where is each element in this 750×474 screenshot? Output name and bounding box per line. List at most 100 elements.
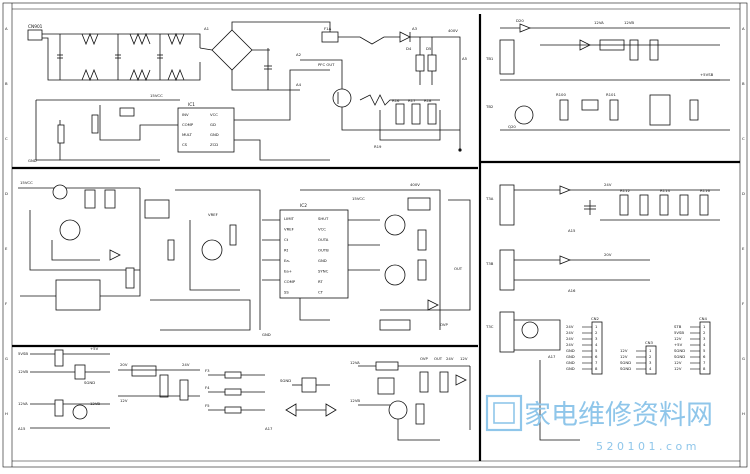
connector-cn4-pin-number: 7 — [703, 360, 706, 365]
connector-cn2-pin-label: GND — [566, 354, 575, 359]
q3-transistor — [52, 184, 68, 200]
pc1-opto — [377, 377, 395, 395]
grid-letter-right-d: D — [742, 191, 745, 196]
label-a16: A16 — [568, 288, 576, 293]
label-f3: F3 — [205, 368, 210, 373]
ic1-pin-vcc: VCC — [210, 112, 218, 117]
label-gnd-left: GND — [28, 158, 37, 163]
label-20v-out: 20V — [604, 252, 612, 257]
label-12va-br: 12VA — [350, 360, 360, 365]
connector-cn4-pin-number: 8 — [703, 366, 706, 371]
connector-cn4-pin-label: STB — [674, 324, 682, 329]
ic2-name: IC2 — [300, 203, 307, 209]
connector-cn2-pin-number: 2 — [595, 330, 598, 335]
ic1-body — [177, 107, 235, 153]
connector-cn3-pin-label: 12V — [620, 354, 628, 359]
ic2-pin-ea: Ea+ — [284, 269, 292, 274]
t3b-winding — [499, 249, 515, 291]
label-12va: 12VA — [594, 20, 604, 25]
t3a-winding — [499, 184, 515, 226]
connector-cn2-body — [591, 321, 603, 375]
ic1-pin-mult: MULT — [182, 132, 193, 137]
ic1-pin-gd: GD — [210, 122, 216, 127]
label-vref: VREF — [208, 212, 218, 217]
grid-letter-left-g: G — [5, 356, 8, 361]
ic1-pin-comp: COMP — [182, 122, 194, 127]
q5-transistor — [384, 214, 406, 236]
connector-cn3-body — [645, 345, 657, 375]
ic2-pin-outb: OUTB — [318, 248, 329, 253]
input-connector-label: CN901 — [28, 24, 43, 30]
bottom-mid-section: 20V 24V 12V F3 F4 F5 SGND A17 — [118, 362, 337, 431]
input-emi-section: CN901 — [27, 21, 300, 91]
label-f4: F4 — [205, 385, 210, 390]
label-r114: R116 — [700, 188, 710, 193]
label-r100: R100 — [556, 92, 566, 97]
connector-cn4-pin-number: 1 — [703, 324, 706, 329]
label-out-mid: OUT — [454, 266, 463, 271]
grid-letter-right-c: C — [742, 136, 745, 141]
bottom-left-section: 5VSB 12VB +5V 12VA 12VB A15 SGND — [18, 346, 110, 431]
label-24v-br: 24V — [446, 356, 454, 361]
aux-reg-block — [55, 279, 101, 311]
label-5vsb: +5VSB — [700, 72, 714, 77]
ic2-pin-gnd: GND — [318, 258, 327, 263]
connector-cn2-pin-label: 24V — [566, 336, 574, 341]
label-400v-mid: 400V — [410, 182, 420, 187]
label-ovp-mid: OVP — [440, 322, 449, 327]
label-ovp-br: OVP — [420, 356, 429, 361]
connector-cn4-pin-number: 5 — [703, 348, 706, 353]
label-a17-bm: A17 — [265, 426, 273, 431]
connector-cn4-pin-number: 4 — [703, 342, 706, 347]
label-5vsb-bl: 5VSB — [18, 351, 28, 356]
connector-cn4-pin-label: SGND — [674, 348, 685, 353]
label-tb2: TB2 — [485, 104, 494, 109]
ic2-pin-vcc: VCC — [318, 227, 326, 232]
connector-cn2-pin-label: 24V — [566, 342, 574, 347]
section-dividers — [12, 14, 740, 461]
ic2-pin-ss: SS — [284, 290, 289, 295]
ic1-pin-gnd: GND — [210, 132, 219, 137]
label-r17: R17 — [408, 98, 416, 103]
input-connector — [27, 29, 43, 41]
label-15vcc-top: 15VCC — [150, 93, 163, 98]
pfc-diode — [399, 31, 411, 43]
label-15vcc-ic2: 15VCC — [352, 196, 365, 201]
label-d5: D5 — [426, 46, 432, 51]
q20-transistor — [514, 105, 534, 125]
connector-cn4-pin-label: SGND — [674, 354, 685, 359]
grid-letter-left-e: E — [5, 246, 8, 251]
fuse-f1a-label: F1A — [324, 26, 332, 31]
ic2-pin-outa: OUTA — [318, 237, 329, 242]
standby-output-section: +5VSB 12VA 12VB TB1 TB2 R100 R101 Q20 D2… — [485, 18, 730, 131]
connector-cn4-pin-label: 12V — [674, 360, 682, 365]
bridge-rectifier — [211, 29, 253, 71]
ic1-pin-zcd: ZCD — [210, 142, 218, 147]
connector-cn4-pin-number: 2 — [703, 330, 706, 335]
label-sgnd-bm: SGND — [280, 378, 291, 383]
label-12va-bl: 12VA — [18, 401, 28, 406]
connector-cn3-pin-number: 4 — [649, 366, 652, 371]
label-r18: R18 — [424, 98, 432, 103]
label-r110: R112 — [620, 188, 630, 193]
grid-letter-right-g: G — [742, 356, 745, 361]
label-12v-br: 12V — [460, 356, 468, 361]
connector-cn3-pin-label: SGND — [620, 366, 631, 371]
label-15vcc-mid: 15VCC — [20, 180, 33, 185]
q22-transistor — [521, 321, 539, 339]
t2-gate-transformer — [379, 319, 411, 331]
label-12vb-bl2: 12VB — [90, 401, 100, 406]
label-t3c: T3C — [485, 324, 494, 329]
t3c-winding — [499, 311, 515, 353]
grid-letter-right-e: E — [742, 246, 745, 251]
grid-letter-left-f: F — [5, 301, 7, 306]
label-a15: A15 — [568, 228, 576, 233]
q4-transistor — [201, 239, 223, 261]
connector-cn3-pin-label: SGND — [620, 360, 631, 365]
connector-cn4-pin-number: 6 — [703, 354, 706, 359]
connector-cn4-pin-label: 5VSB — [674, 330, 684, 335]
